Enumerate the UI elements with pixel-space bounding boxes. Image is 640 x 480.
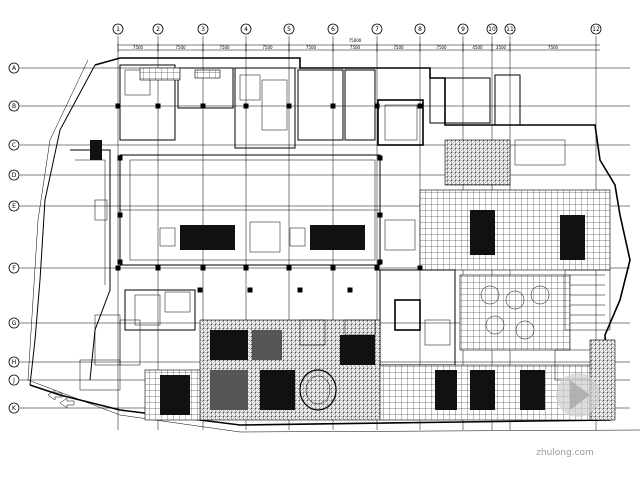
structural-column [330, 103, 336, 109]
dimension-value: 7500 [436, 45, 447, 50]
axis-bubble-col-4 [240, 23, 252, 35]
axis-label-row-G: G [12, 320, 17, 327]
axis-bubble-row-C [8, 139, 20, 151]
structural-column [286, 265, 292, 271]
axis-label-row-C: C [12, 142, 16, 149]
axis-label-col-4: 4 [244, 26, 248, 33]
axis-label-row-H: H [12, 359, 17, 366]
dimension-value: 3500 [496, 45, 507, 50]
axis-bubble-col-2 [152, 23, 164, 35]
axis-label-col-12: 12 [592, 26, 600, 33]
axis-label-col-5: 5 [287, 26, 291, 33]
structural-column [155, 103, 161, 109]
axis-label-row-J: J [12, 377, 15, 384]
structural-column [377, 259, 383, 265]
axis-label-row-D: D [12, 172, 17, 179]
structural-column [417, 265, 423, 271]
axis-bubble-row-J [8, 374, 20, 386]
axis-label-col-10: 10 [488, 26, 496, 33]
structural-column [377, 155, 383, 161]
structural-column [117, 155, 123, 161]
axis-label-col-7: 7 [375, 26, 379, 33]
dimension-value: 4500 [472, 45, 483, 50]
structural-column [297, 287, 303, 293]
axis-bubble-col-6 [327, 23, 339, 35]
axis-label-col-8: 8 [418, 26, 422, 33]
structural-column [155, 265, 161, 271]
axis-bubble-row-G [8, 317, 20, 329]
main-hall [119, 154, 416, 266]
axis-bubble-col-3 [197, 23, 209, 35]
dimension-value: 7500 [219, 45, 230, 50]
axis-bubble-row-K [8, 402, 20, 414]
axis-label-row-F: F [12, 265, 16, 272]
structural-column [117, 259, 123, 265]
axis-bubble-col-11 [504, 23, 516, 35]
overall-dimension-label: 75000 [349, 38, 362, 43]
axis-bubble-col-8 [414, 23, 426, 35]
building-outline [27, 57, 640, 433]
axis-label-row-K: K [12, 405, 17, 412]
axis-label-col-9: 9 [461, 26, 465, 33]
structural-column [374, 265, 380, 271]
structural-column [115, 103, 121, 109]
structural-column [243, 103, 249, 109]
axis-bubble-row-F [8, 262, 20, 274]
structural-column [330, 265, 336, 271]
dimension-value: 7500 [350, 45, 361, 50]
south-seating-zone [119, 319, 381, 421]
structural-column [197, 287, 203, 293]
axis-bubble-col-12 [590, 23, 602, 35]
axis-bubble-row-E [8, 200, 20, 212]
structural-column [417, 103, 423, 109]
axis-label-col-2: 2 [156, 26, 160, 33]
entrance-markers [47, 389, 75, 409]
axis-label-col-6: 6 [331, 26, 335, 33]
dimension-line: 7500 7500 7500 7500 7500 7500 7500 7500 4500 3500… [117, 43, 600, 52]
dimension-value: 7500 [262, 45, 273, 50]
zhulong-watermark: zhulong.com [536, 373, 600, 458]
structural-column [377, 212, 383, 218]
structural-column [243, 265, 249, 271]
axis-label-col-11: 11 [506, 26, 514, 33]
structural-columns [115, 103, 423, 293]
structural-column [347, 287, 353, 293]
axis-label-row-B: B [12, 103, 16, 110]
axis-label-row-E: E [12, 203, 16, 210]
axis-bubble-col-9 [457, 23, 469, 35]
east-tiled-zone [379, 139, 611, 366]
dimension-value: 7500 [175, 45, 186, 50]
axis-bubble-row-D [8, 169, 20, 181]
axis-bubble-col-1 [112, 23, 124, 35]
axis-bubble-col-10 [486, 23, 498, 35]
axis-label-row-A: A [12, 65, 17, 72]
structural-column [200, 265, 206, 271]
row-axis-bubbles: A B C D E F G H J K [8, 62, 20, 414]
axis-label-col-1: 1 [116, 26, 120, 33]
structural-column [115, 265, 121, 271]
watermark-text: zhulong.com [536, 448, 594, 458]
structural-column [247, 287, 253, 293]
axis-bubble-row-A [8, 62, 20, 74]
west-wing [70, 140, 196, 391]
axis-label-col-3: 3 [201, 26, 205, 33]
structural-column [286, 103, 292, 109]
structural-column [117, 212, 123, 218]
axis-bubble-col-7 [371, 23, 383, 35]
dimension-value: 7500 [306, 45, 317, 50]
top-service-block [119, 64, 521, 149]
axis-bubble-row-B [8, 100, 20, 112]
axis-bubble-col-5 [283, 23, 295, 35]
structural-column [374, 103, 380, 109]
dimension-value: 7500 [548, 45, 559, 50]
dimension-value: 7500 [393, 45, 404, 50]
axis-bubble-row-H [8, 356, 20, 368]
dimension-value: 7500 [133, 45, 144, 50]
structural-column [200, 103, 206, 109]
